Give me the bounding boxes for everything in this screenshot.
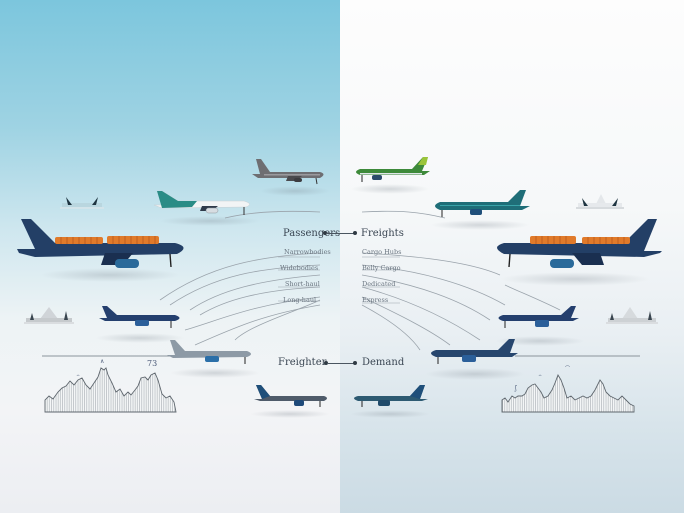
svg-text:∧: ∧: [100, 358, 104, 365]
right-header-label: Freights: [361, 228, 404, 239]
left-footer-dot: [324, 361, 328, 365]
right-footer-dot: [353, 361, 357, 365]
left-item-label: Narrowbodies: [284, 248, 331, 256]
left-item-label: Short-haul: [285, 280, 320, 288]
right-footer-label: Demand: [362, 357, 405, 368]
right-item-label: Dedicated: [362, 280, 396, 288]
navy-passenger-plane-icon: [498, 306, 579, 328]
silver-passenger-plane-icon: [167, 340, 251, 364]
left-header-dot: [323, 231, 327, 235]
svg-text:^: ^: [538, 373, 542, 380]
right-item-label: Cargo Hubs: [362, 248, 402, 256]
left-footer-label: Freighter: [278, 357, 327, 368]
right-item-label: Belly Cargo: [362, 264, 401, 272]
right-item-label: Express: [362, 296, 389, 304]
terminal-icon: [576, 194, 624, 209]
footer-connector: [327, 363, 354, 364]
teal-passenger-plane-icon: [153, 190, 250, 215]
navy-cargo-plane-icon: [17, 219, 184, 268]
green-passenger-plane-icon: [356, 157, 430, 182]
navy-passenger-plane-icon: [431, 339, 518, 364]
left-item-label: Long-haul: [283, 296, 317, 304]
terminal-icon: [24, 307, 74, 324]
teal-freighter-plane-icon: [354, 385, 428, 407]
navy-freighter-plane-icon: [254, 385, 327, 407]
terminal-icon: [60, 197, 104, 209]
grey-passenger-plane-icon: [252, 159, 324, 185]
sparkline-left-annotation: 73: [147, 359, 157, 368]
right-header-dot: [353, 231, 357, 235]
svg-text:ʃ: ʃ: [514, 385, 517, 392]
svg-text:^: ^: [76, 373, 80, 380]
left-item-label: Widebodies: [280, 264, 319, 272]
terminal-icon: [606, 307, 658, 324]
header-connector: [326, 233, 354, 234]
left-header-label: Passengers: [283, 228, 341, 239]
teal-passenger-plane-icon: [435, 190, 530, 217]
svg-text:⌒: ⌒: [565, 366, 570, 372]
navy-cargo-plane-icon: [497, 219, 662, 268]
navy-passenger-plane-icon: [99, 306, 180, 328]
